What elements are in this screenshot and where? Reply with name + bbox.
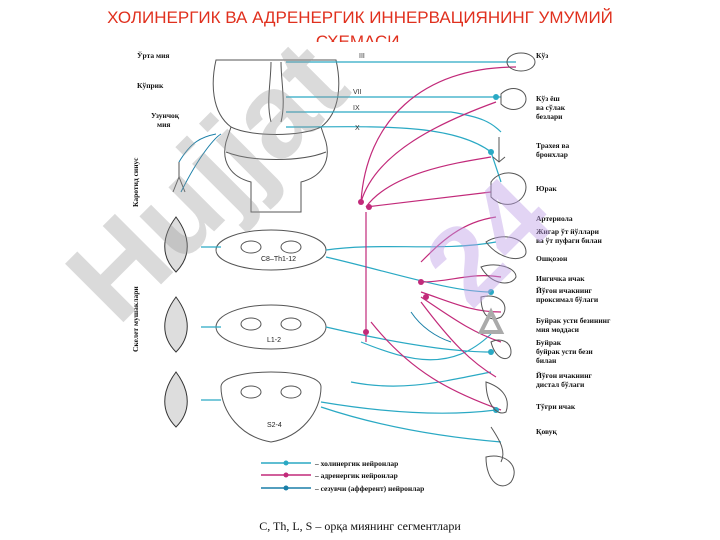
organ-adrenal-medulla-2: мия моддаси — [536, 325, 579, 334]
figure-caption: C, Th, L, S – орқа миянинг сегментлари — [259, 519, 461, 533]
nerve-label-IX: IX — [353, 105, 360, 112]
organ-liver-2: ва ўт пуфаги билан — [536, 236, 602, 245]
legend-afferent: – сезувчи (афферент) нейронлар — [315, 484, 425, 493]
label-skeletal-muscles: Скелет мушаклари — [131, 286, 140, 352]
spinal-cord-sacral — [220, 371, 322, 443]
label-midbrain: Ўрта мия — [137, 51, 170, 60]
organ-small-intestine: Ингичка ичак — [536, 274, 585, 283]
innervation-diagram: Ўрта мия Кўприк Узунчоқ мия Каротид сину… — [121, 42, 610, 514]
afferent-pathways — [180, 133, 452, 343]
diagram-drawing — [164, 52, 536, 491]
cholinergic-pathways — [201, 61, 516, 443]
organ-glands-1: Кўз ёш — [536, 94, 560, 103]
organ-colon-distal-1: Йўғон ичакнинг — [536, 371, 592, 380]
organ-glands-2: ва сўлак — [536, 103, 566, 112]
segment-sacral: S2-4 — [267, 422, 282, 429]
label-medulla-2: мия — [157, 120, 171, 129]
legend-adrenergic: – адренергик нейронлар — [315, 471, 398, 480]
organs — [477, 52, 536, 487]
organ-bladder: Қовуқ — [536, 427, 557, 436]
title-line-1: ХОЛИНЕРГИК ВА АДРЕНЕРГИК ИННЕРВАЦИЯНИНГ … — [107, 8, 613, 27]
organ-adrenal-medulla-1: Буйрак усти безининг — [536, 316, 611, 325]
organ-kidney-1: Буйрак — [536, 338, 562, 347]
organ-glands-3: безлари — [536, 112, 563, 121]
organ-rectum: Тўғри ичак — [536, 402, 576, 411]
organ-colon-proximal-1: Йўғон ичакнинг — [536, 286, 592, 295]
segment-thoracic: C8–Th1-12 — [261, 256, 297, 263]
legend-swatches — [261, 460, 311, 491]
organ-colon-proximal-2: проксимал бўлаги — [536, 295, 599, 304]
adrenergic-pathways — [360, 66, 517, 411]
segment-lumbar: L1-2 — [267, 337, 282, 344]
carotid-sinus — [172, 133, 217, 193]
organ-heart: Юрак — [536, 184, 557, 193]
organ-trachea-1: Трахея ва — [536, 141, 570, 150]
label-pons: Кўприк — [137, 81, 164, 90]
organ-trachea-2: бронхлар — [536, 150, 568, 159]
label-medulla-1: Узунчоқ — [151, 111, 180, 120]
brain-stem — [212, 59, 340, 213]
spinal-cord-thoracic — [215, 229, 327, 271]
legend-cholinergic: – холинергик нейронлар — [315, 459, 399, 468]
ganglia — [358, 94, 499, 413]
organ-liver-1: Жигар ўт йўллари — [536, 227, 599, 236]
organ-kidney-2: буйрак усти бези — [536, 347, 593, 356]
organ-colon-distal-2: дистал бўлаги — [536, 380, 585, 389]
organ-kidney-3: билан — [536, 356, 557, 365]
nerve-label-X: X — [355, 125, 360, 132]
organ-eye: Кўз — [536, 51, 549, 60]
nerve-label-VII: VII — [353, 89, 362, 96]
nerve-label-III: III — [359, 53, 365, 60]
label-carotid-sinus: Каротид синус — [131, 157, 140, 207]
organ-stomach: Ошқозон — [536, 254, 568, 263]
skeletal-muscles — [164, 216, 188, 428]
organ-arteriole: Артериола — [536, 214, 573, 223]
